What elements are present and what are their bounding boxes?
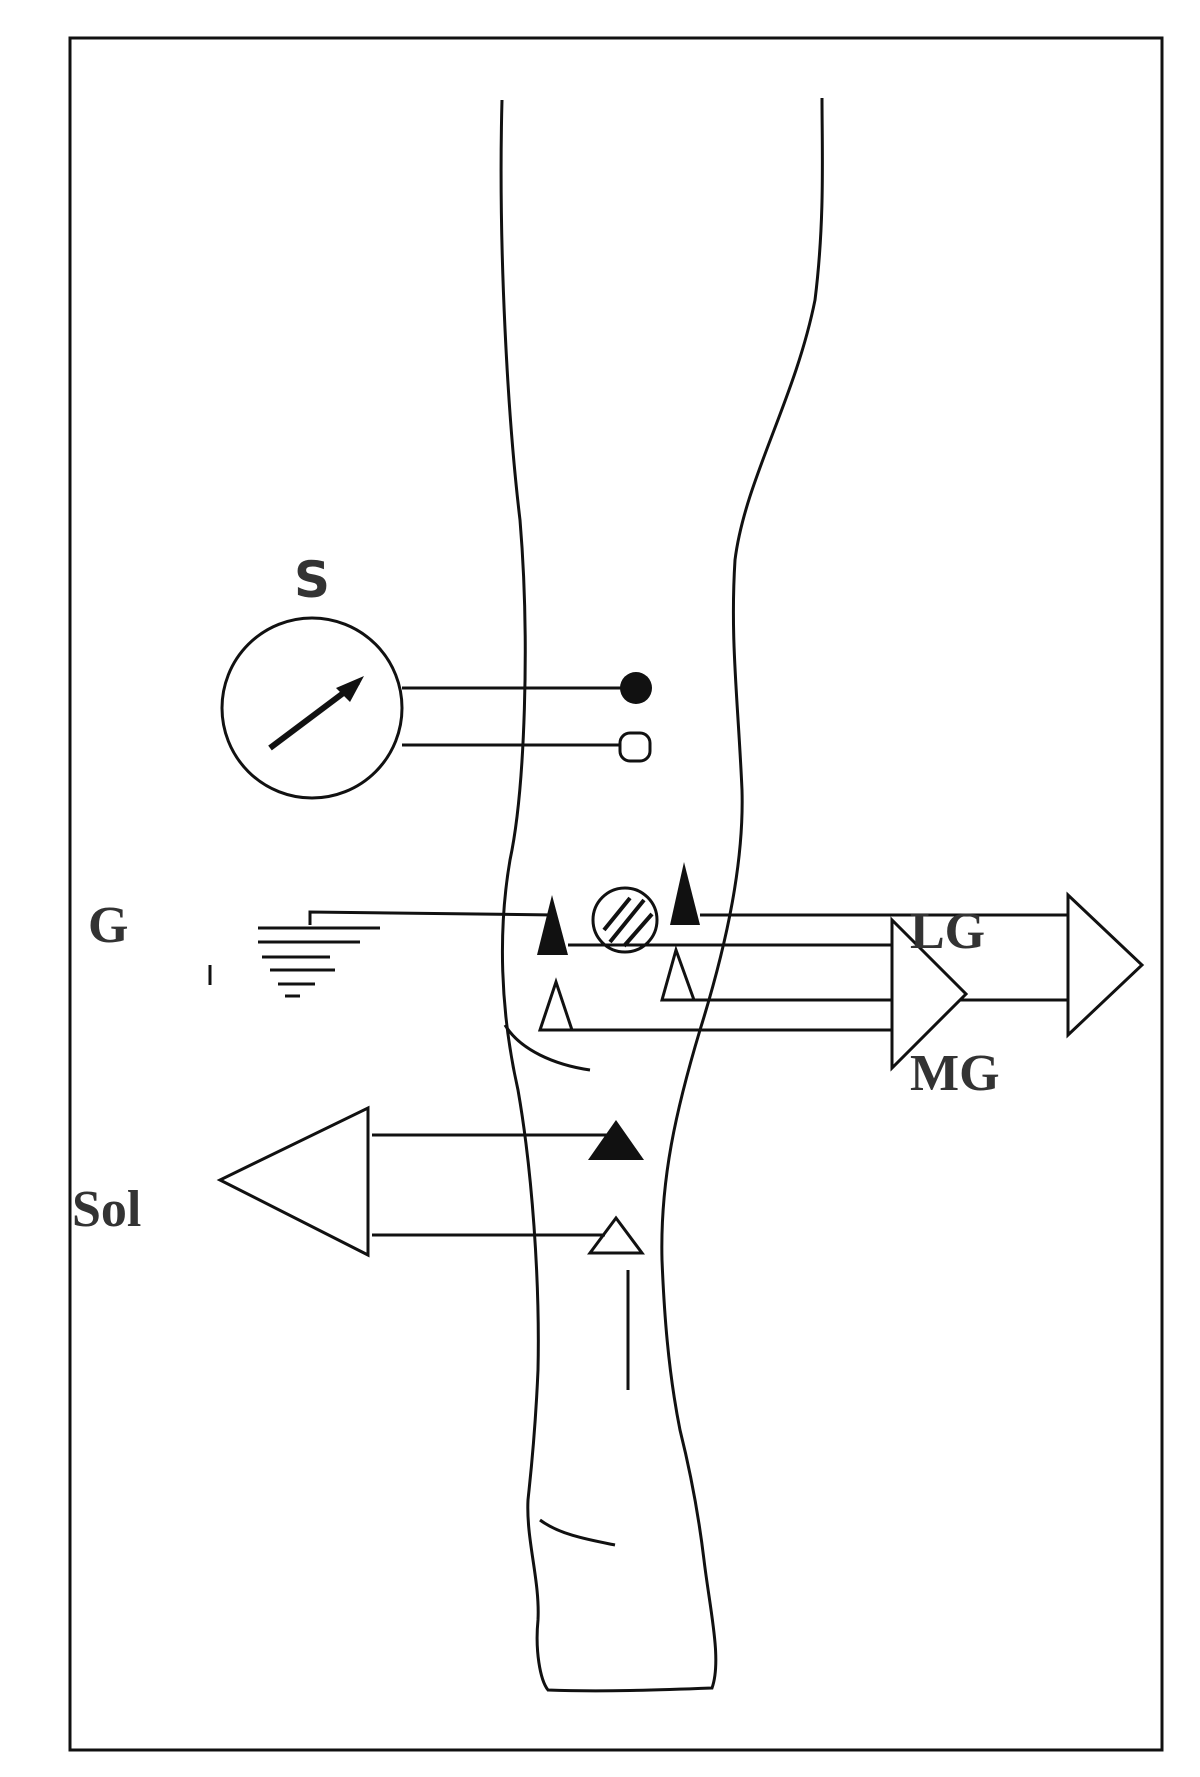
ground-symbol-icon [208,926,380,998]
soleus-recording: Sol [72,1105,645,1258]
stimulator: S [220,551,652,800]
lg-label: LG [910,903,985,960]
sol-active-electrode-icon [588,1120,644,1160]
sol-label: Sol [72,1181,141,1238]
mg-amplifier-triangle-icon [890,916,969,1072]
ground: G [88,886,659,998]
lg-amplifier-triangle-icon [1066,891,1145,1039]
leg-outline [499,97,824,1693]
ground-lead [308,910,556,925]
ground-electrode-hatching [602,896,654,948]
sol-amplifier-triangle-icon [216,1105,370,1258]
stimulator-arrowhead-icon [336,676,364,702]
stimulating-electrode-cathode [620,672,652,704]
mg-reference-electrode-icon [537,977,575,1032]
ground-label: G [88,897,128,954]
mg-active-electrode-icon [537,895,568,955]
lg-reference-electrode-icon [660,945,697,1002]
stimulator-label: S [294,551,330,609]
mg-label: MG [910,1045,1000,1102]
heel-line [539,1518,616,1547]
gastrocnemius-recording: LG MG [537,862,1145,1102]
stimulator-dial-icon [220,616,404,800]
lg-active-electrode-icon [670,862,700,925]
figure-frame [68,36,1164,1752]
knee-crease [503,1024,591,1072]
stimulating-electrode-anode [618,731,652,763]
